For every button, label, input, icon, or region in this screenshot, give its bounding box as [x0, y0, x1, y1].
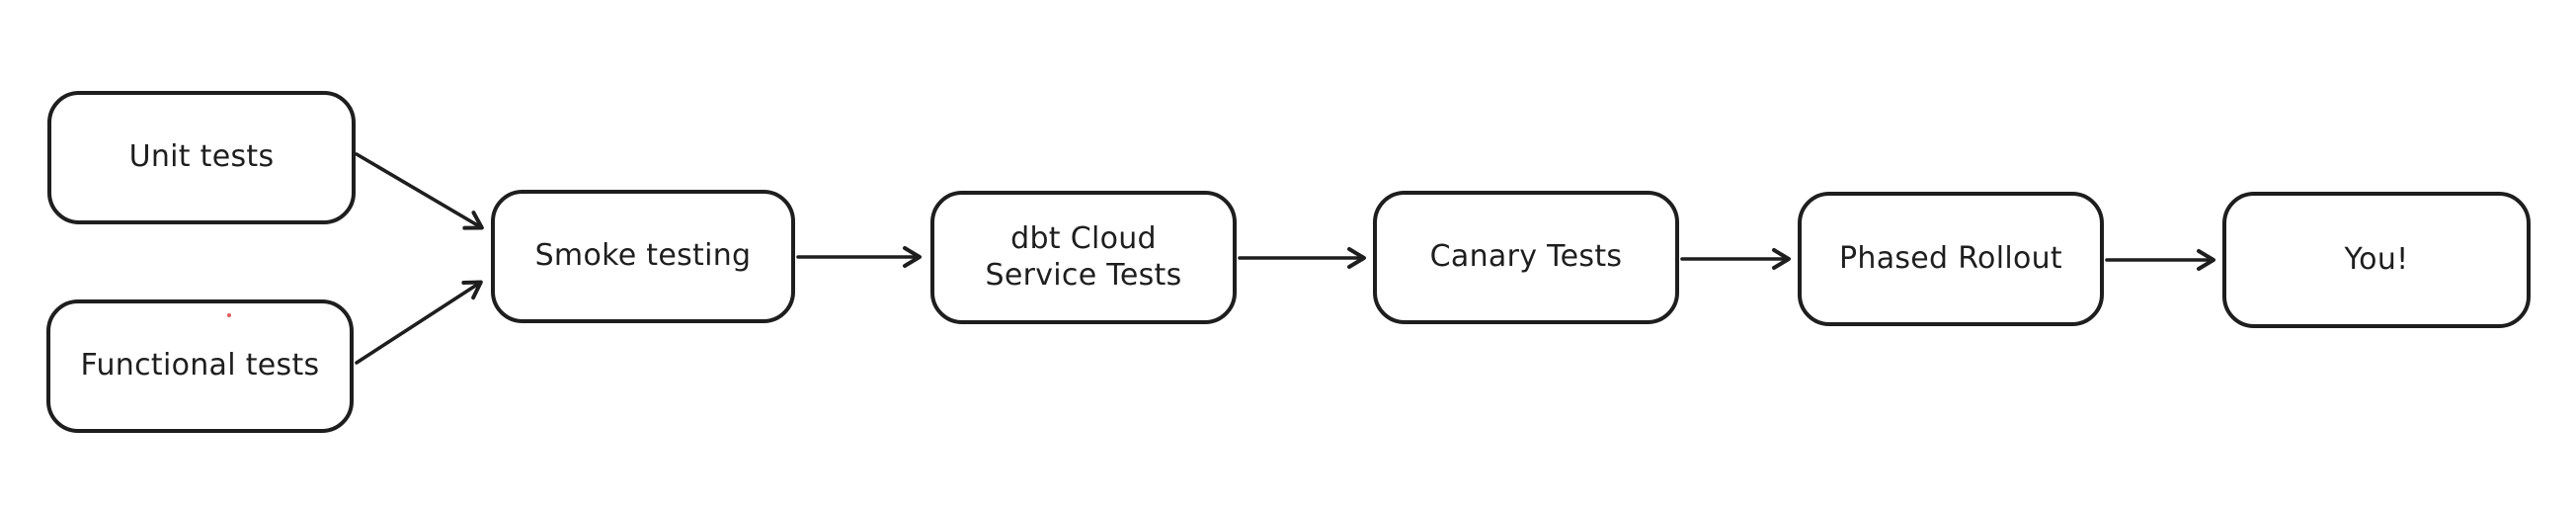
node-functional-tests-label: Functional tests	[80, 348, 320, 383]
node-you: You!	[2222, 192, 2531, 328]
red-dot-artifact	[227, 313, 231, 317]
node-functional-tests: Functional tests	[46, 299, 354, 433]
node-you-label: You!	[2344, 241, 2409, 277]
node-unit-tests: Unit tests	[47, 91, 356, 224]
node-smoke-testing: Smoke testing	[491, 190, 795, 323]
node-canary-tests: Canary Tests	[1373, 191, 1679, 324]
node-unit-tests-label: Unit tests	[128, 139, 275, 175]
arrow-functional-tests-to-smoke-testing	[355, 280, 483, 365]
node-smoke-testing-label: Smoke testing	[534, 238, 752, 274]
node-dbt-cloud-service-tests-label: dbt Cloud Service Tests	[985, 220, 1182, 293]
node-dbt-cloud-service-tests: dbt Cloud Service Tests	[930, 191, 1237, 324]
node-canary-tests-label: Canary Tests	[1429, 239, 1623, 275]
node-phased-rollout: Phased Rollout	[1798, 192, 2104, 326]
arrow-unit-tests-to-smoke-testing	[355, 152, 484, 230]
node-phased-rollout-label: Phased Rollout	[1838, 240, 2062, 276]
